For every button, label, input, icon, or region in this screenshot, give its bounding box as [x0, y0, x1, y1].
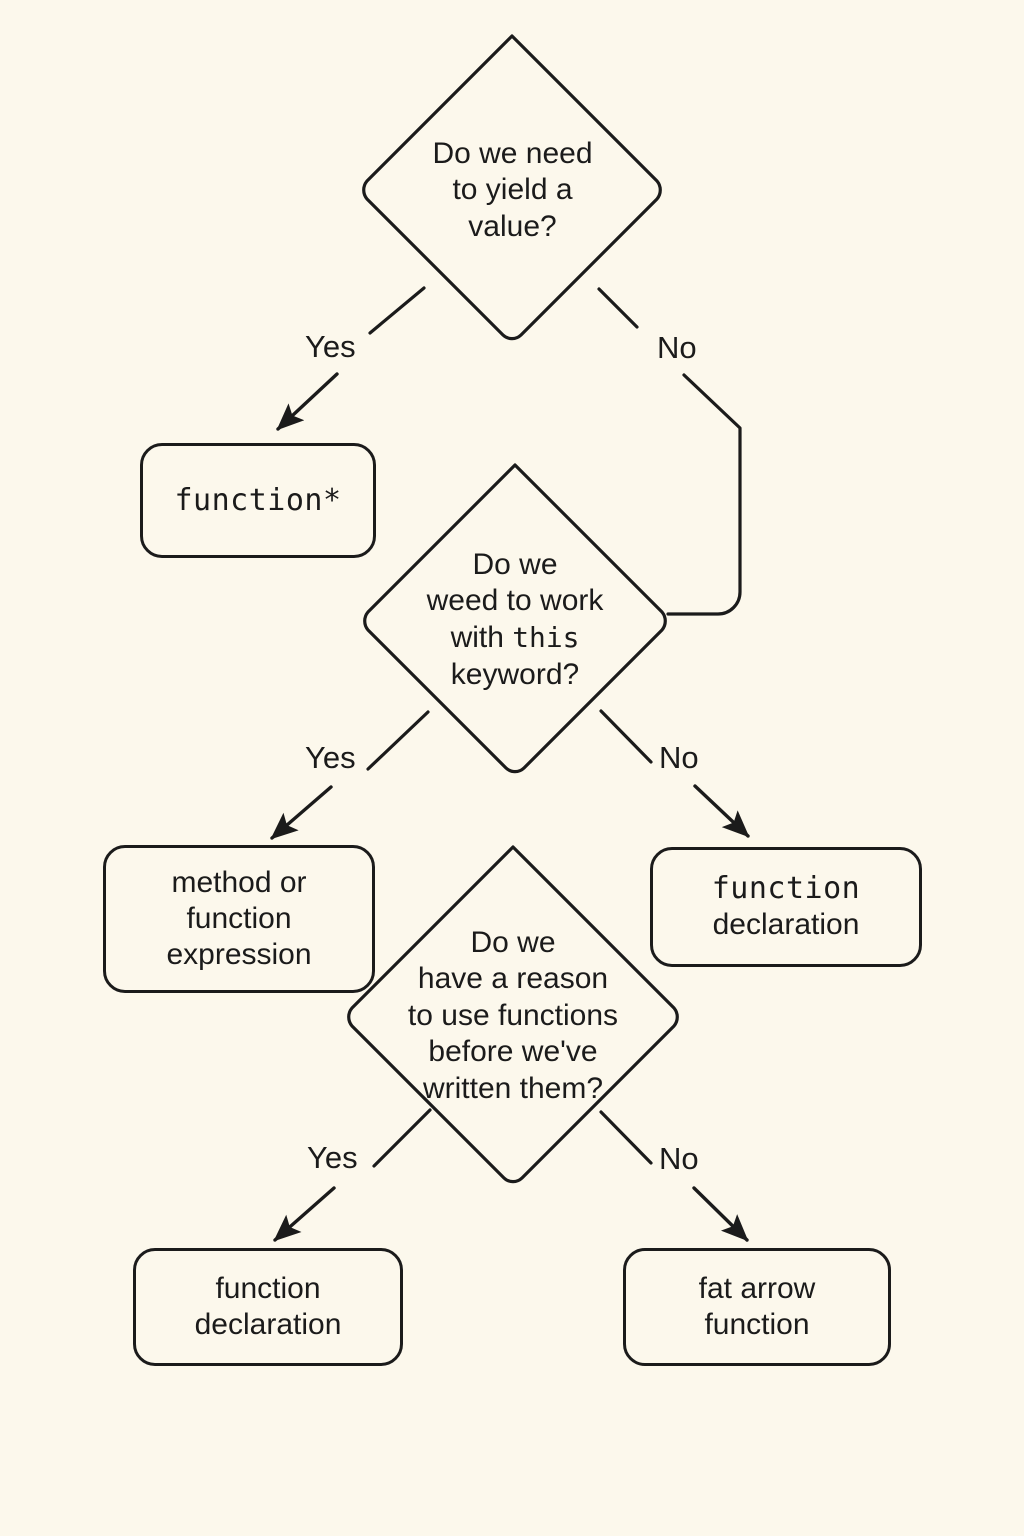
r2-line-1: method or — [171, 866, 307, 899]
q3-line-4: before we've — [428, 1035, 598, 1069]
edge-label-q3-no: No — [659, 1141, 699, 1176]
q3-line-3: to use functions — [407, 998, 619, 1032]
q1-line-3: value? — [468, 209, 557, 243]
result-node-fat-arrow-function[interactable]: fat arrow function — [623, 1248, 891, 1366]
edge-q2-yes-segment-b — [270, 785, 333, 840]
result-node-generator-function[interactable]: function* — [140, 443, 376, 558]
q3-line-5: written them? — [422, 1071, 604, 1105]
decision-node-yield-value[interactable]: Do we need to yield a value? — [360, 36, 665, 345]
q1-line-2: to yield a — [452, 173, 573, 207]
decision-node-this-keyword[interactable]: Do we weed to work with this keyword? — [368, 465, 662, 775]
q2-line-3-prefix: with — [450, 621, 513, 654]
r2-line-3: expression — [166, 938, 312, 971]
edge-label-q1-yes: Yes — [305, 329, 356, 364]
edge-q3-yes-segment-b — [273, 1186, 336, 1242]
q2-line-4: keyword? — [450, 657, 580, 691]
r2-line-2: function — [186, 902, 292, 935]
q2-line-2: weed to work — [426, 584, 604, 618]
r3-line-1: function — [711, 871, 861, 906]
q2-line-3: with this — [427, 620, 604, 657]
q2-this-keyword-token: this — [512, 621, 580, 654]
edge-q1-no-segment-b — [666, 373, 742, 616]
r4-line-1: function — [215, 1272, 321, 1305]
decision-q2-label: Do we weed to work with this keyword? — [427, 547, 604, 693]
edge-q3-no-segment-b — [692, 1186, 749, 1242]
r2-label: method or function expression — [166, 865, 311, 973]
r5-label: fat arrow function — [699, 1271, 816, 1343]
result-node-function-declaration-bottom[interactable]: function declaration — [133, 1248, 403, 1366]
q1-line-1: Do we need — [432, 136, 593, 170]
r5-line-2: function — [704, 1308, 810, 1341]
r1-line-1: function* — [174, 482, 342, 518]
result-node-method-or-function-expression[interactable]: method or function expression — [103, 845, 375, 993]
q3-line-1: Do we — [470, 925, 556, 959]
edge-label-q2-yes: Yes — [305, 740, 356, 775]
decision-node-hoisting-reason[interactable]: Do we have a reason to use functions bef… — [352, 847, 674, 1185]
decision-q1-label: Do we need to yield a value? — [432, 136, 592, 246]
edge-q2-no-segment-b — [693, 784, 750, 838]
decision-q3-label: Do we have a reason to use functions bef… — [408, 925, 618, 1108]
q3-line-2: have a reason — [417, 962, 609, 996]
edge-label-q1-no: No — [657, 330, 697, 365]
r4-line-2: declaration — [194, 1308, 342, 1341]
r4-label: function declaration — [195, 1271, 342, 1343]
r3-line-2: declaration — [712, 908, 860, 941]
edge-q1-yes-segment-b — [276, 372, 339, 431]
edge-label-q3-yes: Yes — [307, 1140, 358, 1175]
r5-line-1: fat arrow — [698, 1272, 816, 1305]
result-node-function-declaration-mid[interactable]: function declaration — [650, 847, 922, 967]
r3-label: function declaration — [712, 871, 861, 943]
edge-label-q2-no: No — [659, 740, 699, 775]
q2-line-1: Do we — [472, 547, 558, 581]
